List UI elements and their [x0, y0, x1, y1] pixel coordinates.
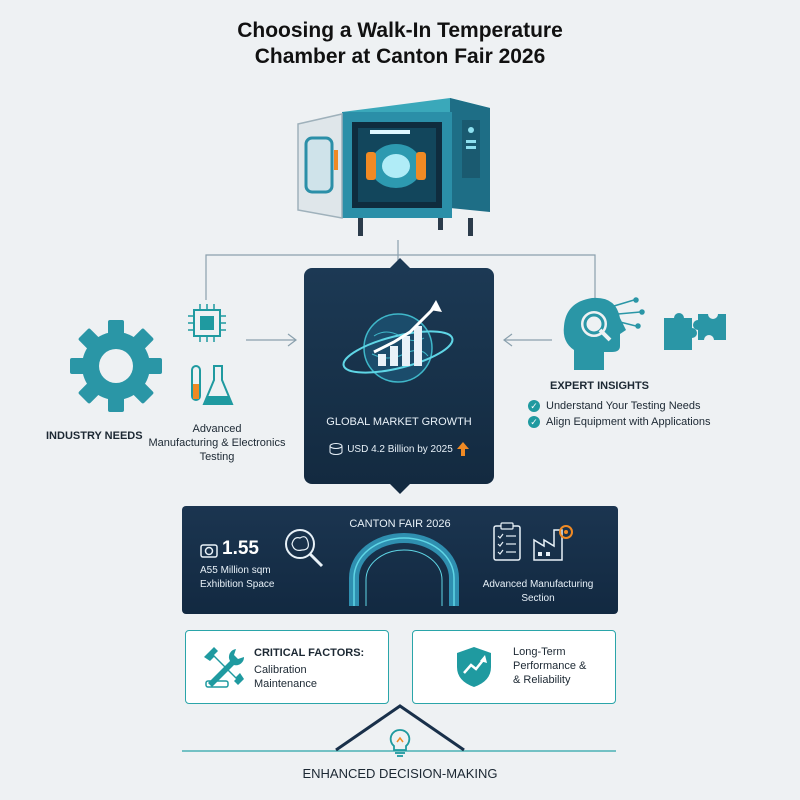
check-icon: ✓	[528, 400, 540, 412]
check-icon: ✓	[528, 416, 540, 428]
clipboard-checklist-icon	[493, 522, 521, 561]
puzzle-icon	[664, 313, 726, 350]
page-title: Choosing a Walk-In Temperature Chamber a…	[0, 18, 800, 70]
list-item: ✓ Understand Your Testing Needs	[528, 398, 710, 414]
factory-gear-icon	[533, 525, 573, 561]
industry-desc-line-3: Testing	[199, 451, 235, 463]
title-line-1: Choosing a Walk-In Temperature	[237, 19, 563, 42]
exhibition-stat-value: 1.55	[222, 538, 259, 559]
canton-fair-panel: CANTON FAIR 2026 1.55 A55 Million sqm Ex…	[182, 506, 618, 614]
manufacturing-section-label: Advanced Manufacturing Section	[468, 578, 608, 606]
market-value: USD 4.2 Billion by 2025	[347, 443, 453, 455]
camera-icon	[200, 544, 218, 558]
critical-factors-text: Calibration Maintenance	[254, 663, 317, 691]
performance-line-2: Performance &	[513, 660, 587, 672]
expert-insight-item: Understand Your Testing Needs	[546, 400, 701, 412]
temperature-chamber-illustration	[297, 98, 490, 236]
performance-card: Long-Term Performance & & Reliability	[412, 630, 616, 704]
exhibition-arch-icon	[349, 533, 459, 606]
roof-shape	[335, 704, 465, 752]
coins-icon	[329, 443, 343, 455]
manufacturing-section-line-2: Section	[521, 593, 555, 604]
shield-growth-icon	[457, 647, 491, 687]
industry-desc-line-1: Advanced	[192, 423, 242, 435]
manufacturing-section-line-1: Advanced Manufacturing	[482, 579, 594, 590]
global-market-growth-label: GLOBAL MARKET GROWTH	[326, 416, 472, 428]
enhanced-decision-making-label: ENHANCED DECISION-MAKING	[302, 766, 498, 781]
title-line-2: Chamber at Canton Fair 2026	[254, 45, 546, 68]
exhibition-stat-line-2: Exhibition Space	[200, 579, 275, 590]
globe-growth-icon	[342, 300, 454, 383]
gear-icon	[70, 320, 162, 412]
exhibition-stat-line-1: A55 Million sqm	[200, 565, 271, 576]
expert-insights-list: ✓ Understand Your Testing Needs ✓ Align …	[528, 398, 710, 430]
critical-factor-item: Calibration	[254, 664, 307, 676]
performance-line-1: Long-Term	[513, 646, 566, 658]
lightbulb-icon	[389, 729, 411, 757]
critical-factors-card: CRITICAL FACTORS: Calibration Maintenanc…	[185, 630, 389, 704]
canton-fair-title: CANTON FAIR 2026	[349, 518, 451, 530]
industry-needs-label: INDUSTRY NEEDS	[46, 430, 143, 442]
critical-factors-heading: CRITICAL FACTORS:	[254, 647, 365, 659]
brain-search-icon	[285, 529, 324, 568]
expert-insights-heading: EXPERT INSIGHTS	[550, 380, 650, 392]
critical-factor-item: Maintenance	[254, 678, 317, 690]
list-item: ✓ Align Equipment with Applications	[528, 414, 710, 430]
performance-line-3: & Reliability	[513, 674, 571, 686]
microchip-icon	[188, 304, 226, 342]
performance-text: Long-Term Performance & & Reliability	[513, 645, 586, 687]
arrow-up-icon	[456, 442, 469, 456]
lab-flask-icon	[191, 365, 234, 405]
expert-head-icon	[563, 297, 645, 370]
industry-desc-line-2: Manufacturing & Electronics	[148, 437, 286, 449]
wrench-tools-icon	[204, 647, 245, 688]
expert-insight-item: Align Equipment with Applications	[546, 416, 711, 428]
exhibition-stat-text: A55 Million sqm Exhibition Space	[200, 564, 275, 592]
industry-description: Advanced Manufacturing & Electronics Tes…	[146, 422, 288, 464]
global-market-growth-panel: GLOBAL MARKET GROWTH USD 4.2 Billion by …	[304, 258, 494, 494]
